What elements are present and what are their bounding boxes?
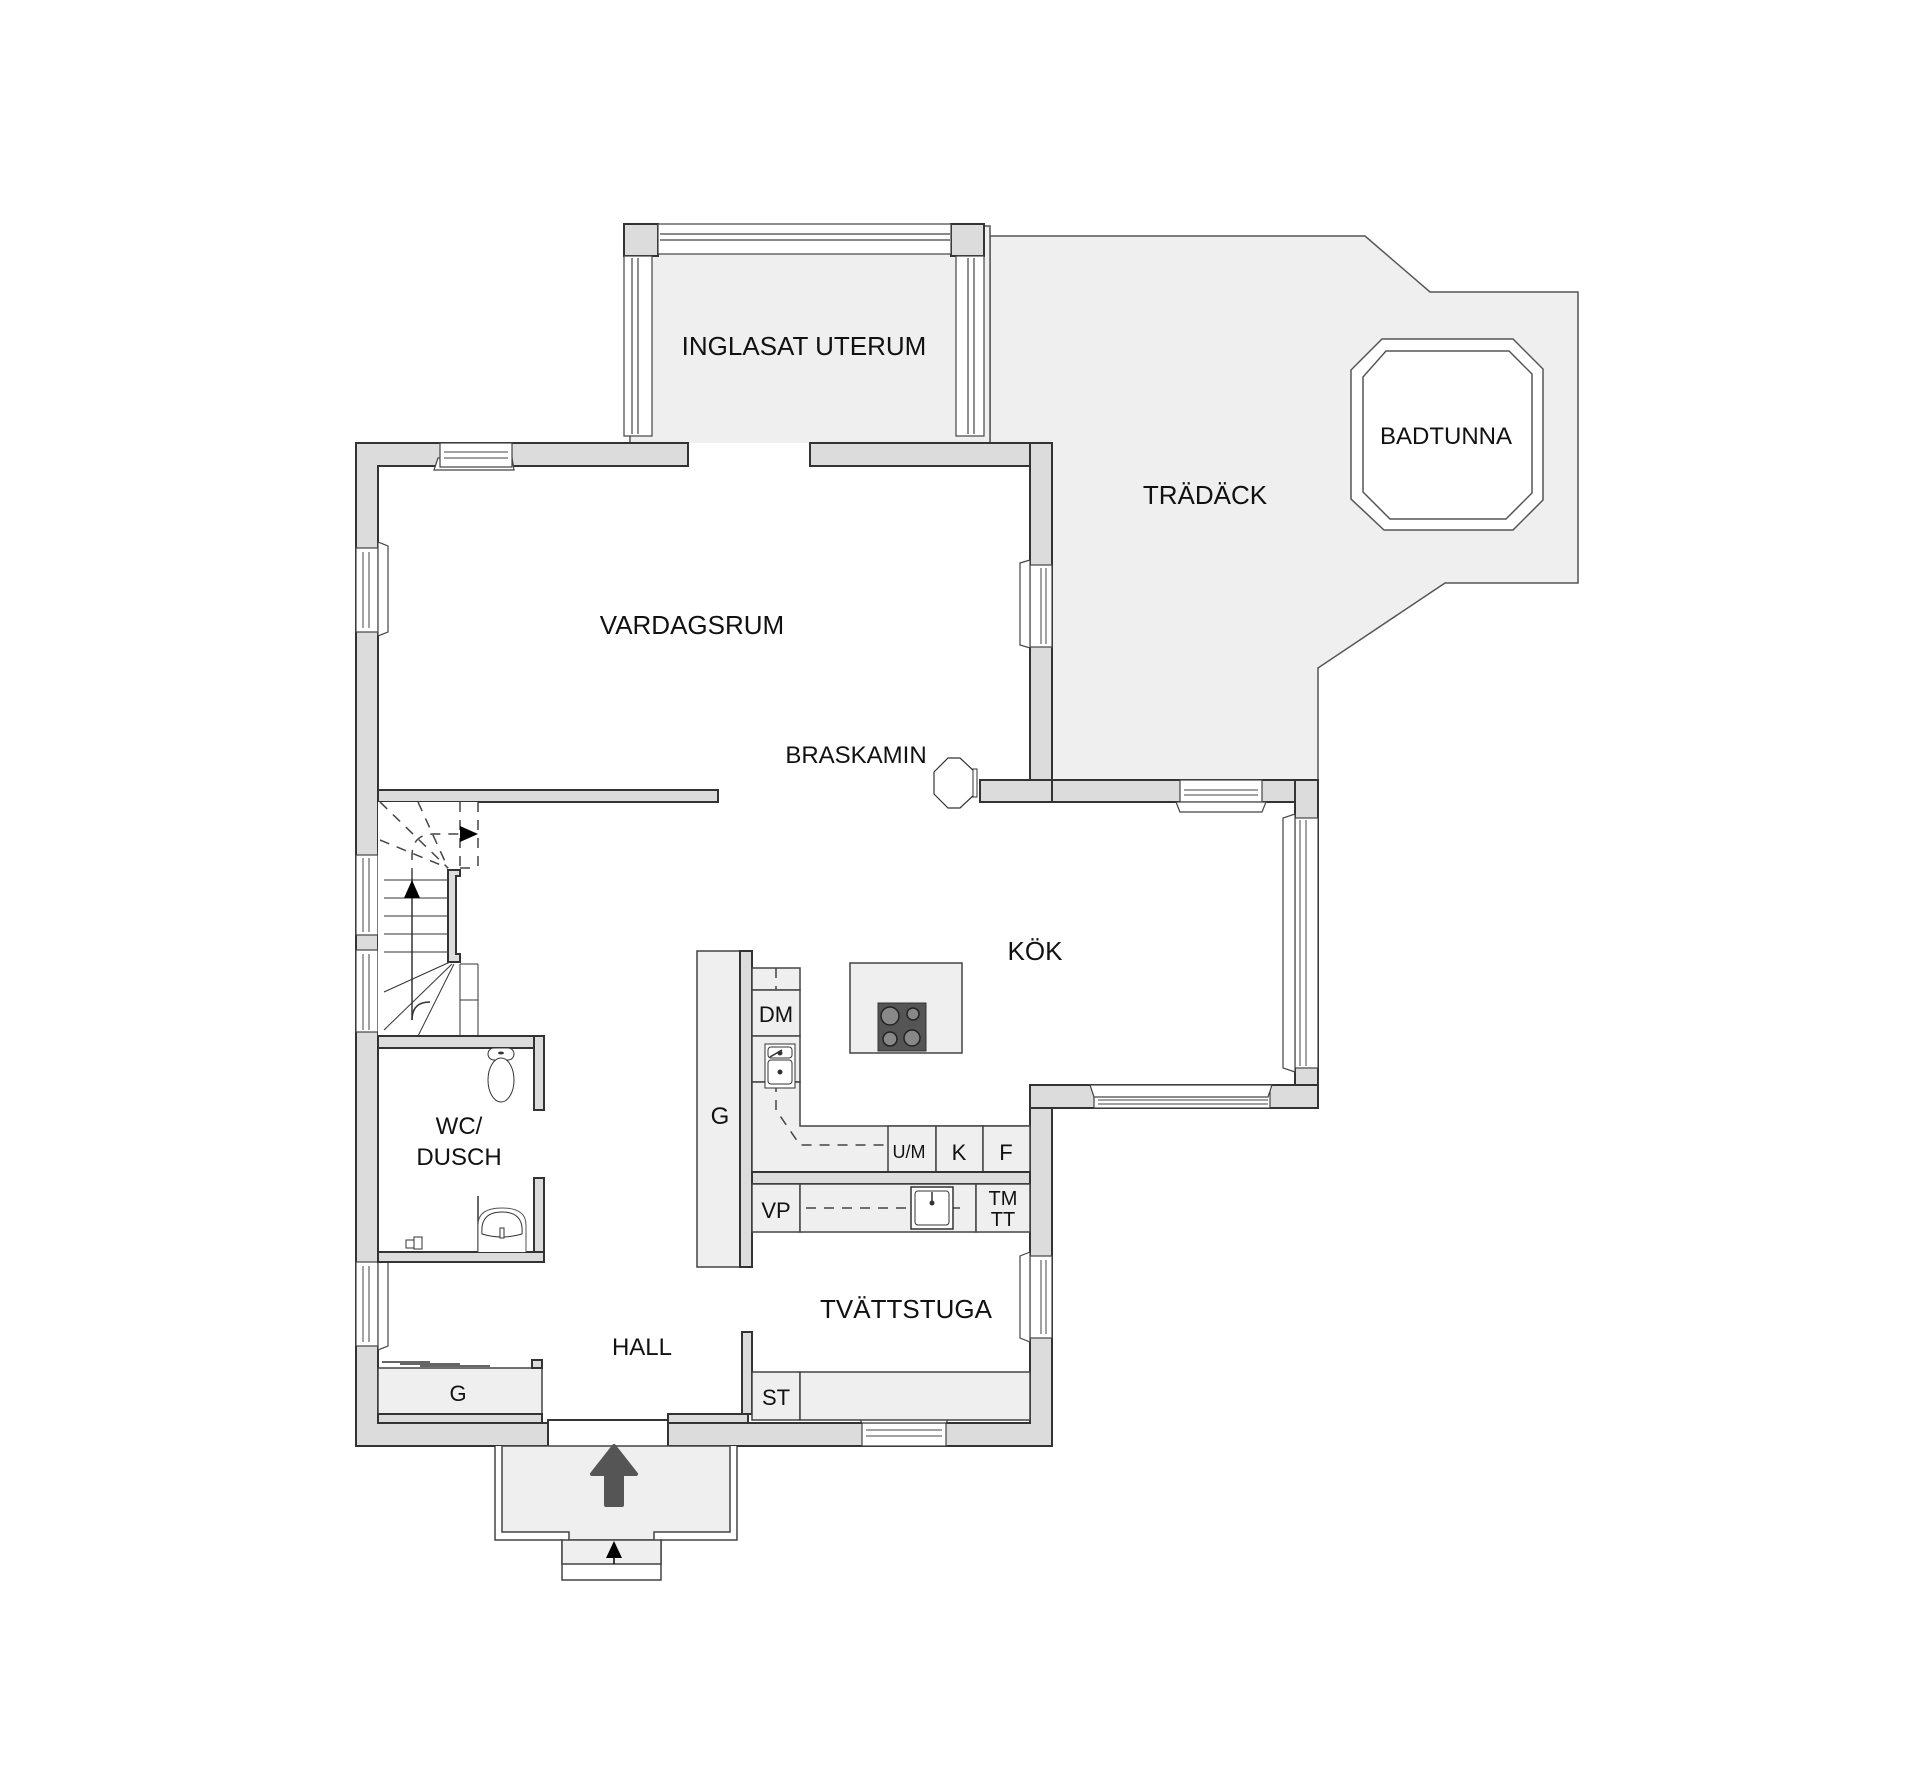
wall-laundry-west — [741, 1331, 753, 1415]
label-washing-machine: TM — [989, 1188, 1018, 1210]
window-living-west — [355, 541, 389, 637]
step-arrow-icon — [606, 1541, 622, 1558]
label-kitchen-cabinet: G — [711, 1103, 730, 1130]
toilet-icon — [487, 1047, 515, 1103]
stair-arrow-up-icon — [404, 880, 420, 898]
room-label-deck: TRÄDÄCK — [1143, 480, 1268, 510]
window-kitchen-south — [1089, 1084, 1273, 1109]
label-fridge: K — [952, 1140, 967, 1165]
room-label-wc-line2: DUSCH — [416, 1144, 501, 1171]
window-living-east — [1019, 559, 1053, 649]
kitchen-tall-cabinet — [696, 950, 753, 1268]
wall-kitchen-laundry — [751, 1171, 1031, 1185]
washbasin-icon — [477, 1207, 527, 1252]
sunroom-floor — [629, 225, 991, 445]
room-label-living-room: VARDAGSRUM — [600, 610, 784, 640]
entrance-porch — [494, 1444, 738, 1581]
wall-hall-south-left — [377, 1413, 543, 1424]
label-hall-wardrobe: G — [449, 1381, 466, 1406]
entry-arrow-icon — [590, 1444, 638, 1507]
wall-hall-south-right — [667, 1413, 749, 1424]
window-kitchen-north — [1175, 779, 1267, 813]
label-storage: ST — [762, 1385, 790, 1410]
fireplace-icon — [933, 757, 978, 809]
kitchen-counter — [751, 967, 1031, 1173]
shower-mixer-icon — [405, 1236, 423, 1250]
stair-arrow-right-icon — [460, 826, 478, 842]
wall-fireplace-stub — [979, 779, 1053, 803]
sunroom-corner-nw — [623, 223, 659, 257]
label-oven-microwave: U/M — [893, 1142, 926, 1162]
kitchen-sink-icon — [764, 1043, 796, 1089]
window-kitchen-east — [1282, 813, 1319, 1073]
window-laundry-east — [1019, 1251, 1053, 1343]
room-label-sunroom: INGLASAT UTERUM — [682, 331, 927, 361]
window-hall-west — [355, 1257, 389, 1351]
sunroom-window-right — [955, 255, 985, 437]
room-label-laundry: TVÄTTSTUGA — [820, 1294, 993, 1324]
laundry-storage — [751, 1371, 1031, 1421]
room-label-hall: HALL — [612, 1334, 672, 1361]
cooktop-icon — [877, 1002, 927, 1052]
wc-room — [377, 1035, 545, 1263]
label-tumble-dryer: TT — [991, 1209, 1015, 1231]
label-water-heater: VP — [761, 1198, 790, 1223]
label-dishwasher: DM — [759, 1002, 793, 1027]
laundry-sink-icon — [910, 1186, 954, 1230]
sunroom-window-top — [657, 223, 952, 255]
sunroom-corner-ne — [950, 223, 985, 257]
laundry-counter — [751, 1183, 1031, 1233]
room-label-hot-tub: BADTUNNA — [1380, 423, 1512, 450]
label-fireplace: BRASKAMIN — [785, 742, 926, 769]
wall-stair-wc — [377, 1035, 545, 1049]
room-label-kitchen: KÖK — [1008, 936, 1064, 966]
wall-living-south — [377, 789, 719, 803]
room-label-wc-line1: WC/ — [436, 1113, 483, 1140]
window-living-north — [433, 442, 515, 471]
label-freezer: F — [999, 1140, 1012, 1165]
kitchen-island — [849, 962, 963, 1054]
hot-tub — [1350, 338, 1544, 531]
staircase — [378, 801, 479, 1042]
